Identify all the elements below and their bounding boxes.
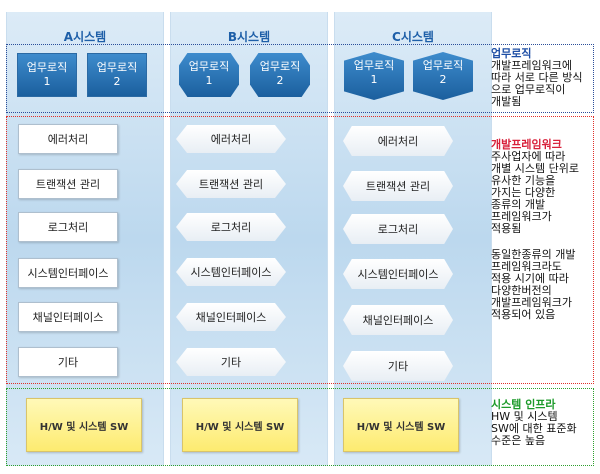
infra-title: 시스템 인프라 [491,398,556,411]
app-tile-a1: 업무로직 1 [17,53,77,97]
framework-item-a-log: 로그처리 [18,212,118,242]
app-tile-a2: 업무로직 2 [87,53,147,97]
infra-description: 시스템 인프라 HW 및 시스템 SW에 대한 표준화 수준은 높음 [491,399,595,447]
business-logic-text: 개발프레임워크에 따라 서로 다른 방식 으로 업무로직이 개발됨 [491,59,583,108]
app-tile-b1: 업무로직 1 [179,53,239,97]
framework-title: 개발프레임워크 [491,138,562,151]
framework-item-a-error: 에러처리 [18,124,118,154]
framework-item-c-other: 기타 [343,351,453,381]
business-logic-title: 업무로직 [491,47,532,60]
business-logic-description: 업무로직 개발프레임워크에 따라 서로 다른 방식 으로 업무로직이 개발됨 [491,48,595,108]
framework-item-b-channel-interface: 채널인터페이스 [176,303,286,331]
framework-item-c-channel-interface: 채널인터페이스 [343,305,453,335]
framework-item-a-system-interface: 시스템인터페이스 [18,258,118,288]
framework-item-b-log: 로그처리 [176,213,286,241]
app-tile-label: 업무로직 [422,59,464,72]
app-tile-label: 업무로직 [188,60,230,73]
framework-item-b-transaction: 트랜잭션 관리 [176,170,286,198]
framework-item-c-error: 에러처리 [343,126,453,156]
framework-item-c-transaction: 트랜잭션 관리 [343,171,453,201]
app-tile-c1: 업무로직 1 [344,52,404,100]
infra-box-c: H/W 및 시스템 SW [343,398,459,452]
framework-item-b-error: 에러처리 [176,125,286,153]
infra-box-a: H/W 및 시스템 SW [26,398,142,452]
app-tile-label: 업무로직 [26,61,68,74]
app-tile-c2: 업무로직 2 [413,52,473,100]
column-title-c: C시스템 [392,30,434,44]
infra-box-b: H/W 및 시스템 SW [182,398,298,452]
framework-description: 개발프레임워크 주사업자에 따라 개별 시스템 단위로 유사한 기능을 가지는 … [491,139,595,321]
app-tile-number: 1 [43,75,51,88]
framework-item-b-other: 기타 [176,348,286,376]
app-tile-label: 업무로직 [353,59,395,72]
infra-section [6,388,594,466]
app-tile-label: 업무로직 [259,60,301,73]
column-title-b: B시스템 [227,30,271,44]
column-title-a: A시스템 [63,30,107,44]
framework-item-a-transaction: 트랜잭션 관리 [18,169,118,199]
business-logic-section [6,44,594,113]
infra-text: HW 및 시스템 SW에 대한 표준화 수준은 높음 [491,410,577,447]
framework-item-c-log: 로그처리 [343,214,453,244]
app-tile-number: 1 [370,73,378,86]
app-tile-number: 2 [113,75,121,88]
framework-item-a-other: 기타 [18,347,118,377]
framework-section [6,116,594,384]
framework-item-b-system-interface: 시스템인터페이스 [176,258,286,286]
app-tile-number: 1 [205,74,213,87]
framework-item-a-channel-interface: 채널인터페이스 [18,302,118,332]
framework-item-c-system-interface: 시스템인터페이스 [343,259,453,289]
framework-text-1: 주사업자에 따라 개별 시스템 단위로 유사한 기능을 가지는 다양한 종류의 … [491,150,579,235]
app-tile-number: 2 [276,74,284,87]
app-tile-number: 2 [439,73,447,86]
framework-text-2: 동일한종류의 개발 프레임워크라도 적용 시기에 따라 다양한버전의 개발프레임… [491,248,576,321]
app-tile-b2: 업무로직 2 [250,53,310,97]
app-tile-label: 업무로직 [96,61,138,74]
